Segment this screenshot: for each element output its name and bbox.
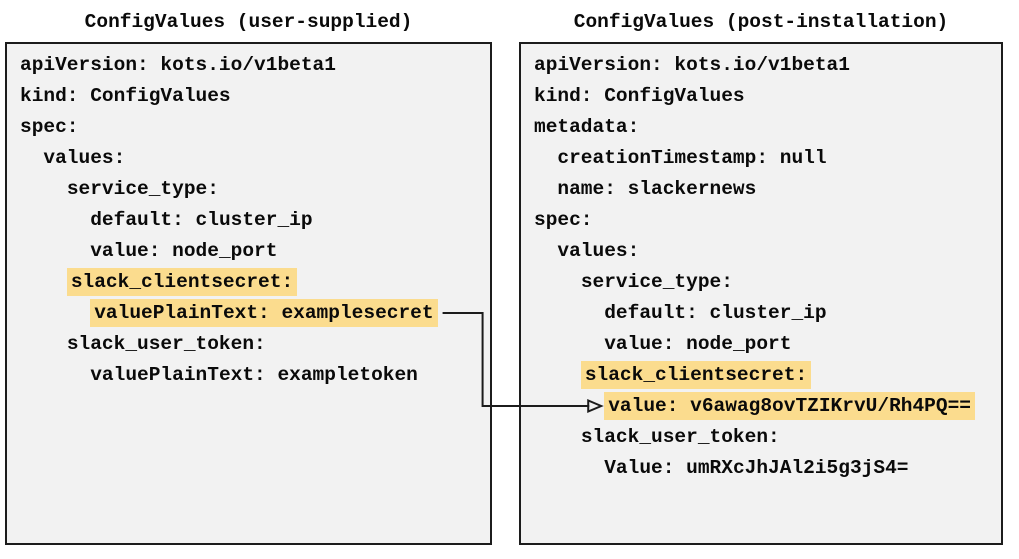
user-supplied-config-panel: apiVersion: kots.io/v1beta1 kind: ConfigV… — [5, 42, 492, 545]
yaml-line: service_type: — [534, 267, 988, 298]
highlighted-config-text: value: v6awag8ovTZIKrvU/Rh4PQ== — [604, 392, 975, 420]
yaml-indent — [20, 209, 90, 231]
yaml-indent — [20, 178, 67, 200]
yaml-line: slack_user_token: — [20, 329, 477, 360]
right-panel-title: ConfigValues (post-installation) — [573, 11, 949, 33]
yaml-indent — [534, 364, 581, 386]
yaml-indent — [534, 333, 604, 355]
yaml-indent — [534, 271, 581, 293]
config-text: Value: umRXcJhJAl2i5g3jS4= — [604, 457, 909, 479]
yaml-line: apiVersion: kots.io/v1beta1 — [534, 50, 988, 81]
config-text: creationTimestamp: null — [557, 147, 827, 169]
yaml-line: creationTimestamp: null — [534, 143, 988, 174]
yaml-indent — [20, 364, 90, 386]
yaml-indent — [534, 302, 604, 324]
yaml-indent — [534, 178, 557, 200]
config-text: values: — [557, 240, 640, 262]
yaml-line: slack_user_token: — [534, 422, 988, 453]
yaml-line: slack_clientsecret: — [534, 360, 988, 391]
highlighted-config-text: valuePlainText: examplesecret — [90, 299, 438, 327]
config-text: spec: — [20, 116, 79, 138]
yaml-indent — [20, 302, 90, 324]
yaml-line: kind: ConfigValues — [20, 81, 477, 112]
yaml-line: values: — [534, 236, 988, 267]
yaml-line: slack_clientsecret: — [20, 267, 477, 298]
config-text: name: slackernews — [557, 178, 757, 200]
yaml-line: value: node_port — [20, 236, 477, 267]
yaml-line: default: cluster_ip — [534, 298, 988, 329]
yaml-line: metadata: — [534, 112, 988, 143]
yaml-indent — [20, 240, 90, 262]
yaml-indent — [534, 147, 557, 169]
yaml-line: kind: ConfigValues — [534, 81, 988, 112]
yaml-line: Value: umRXcJhJAl2i5g3jS4= — [534, 453, 988, 484]
config-text: apiVersion: kots.io/v1beta1 — [20, 54, 336, 76]
config-text: service_type: — [580, 271, 733, 293]
config-text: kind: ConfigValues — [20, 85, 231, 107]
config-text: value: node_port — [90, 240, 278, 262]
yaml-line: spec: — [20, 112, 477, 143]
post-installation-config-panel: apiVersion: kots.io/v1beta1 kind: ConfigV… — [519, 42, 1003, 545]
yaml-line: value: v6awag8ovTZIKrvU/Rh4PQ== — [534, 391, 988, 422]
yaml-indent — [534, 457, 604, 479]
yaml-line: values: — [20, 143, 477, 174]
config-text: spec: — [534, 209, 593, 231]
yaml-indent — [20, 333, 67, 355]
yaml-line: valuePlainText: exampletoken — [20, 360, 477, 391]
config-text: kind: ConfigValues — [534, 85, 745, 107]
yaml-line: service_type: — [20, 174, 477, 205]
yaml-indent — [534, 240, 557, 262]
yaml-line: name: slackernews — [534, 174, 988, 205]
config-text: valuePlainText: exampletoken — [90, 364, 418, 386]
config-text: slack_user_token: — [580, 426, 780, 448]
yaml-line: spec: — [534, 205, 988, 236]
config-text: default: cluster_ip — [604, 302, 827, 324]
config-text: metadata: — [534, 116, 640, 138]
yaml-indent — [20, 271, 67, 293]
yaml-line: default: cluster_ip — [20, 205, 477, 236]
yaml-indent — [534, 426, 581, 448]
config-text: default: cluster_ip — [90, 209, 313, 231]
yaml-line: valuePlainText: examplesecret — [20, 298, 477, 329]
yaml-line: apiVersion: kots.io/v1beta1 — [20, 50, 477, 81]
highlighted-config-text: slack_clientsecret: — [66, 268, 298, 296]
left-panel-title: ConfigValues (user-supplied) — [84, 11, 413, 33]
config-text: values: — [43, 147, 126, 169]
highlighted-config-text: slack_clientsecret: — [580, 361, 812, 389]
yaml-line: value: node_port — [534, 329, 988, 360]
config-text: slack_user_token: — [66, 333, 266, 355]
yaml-indent — [534, 395, 604, 417]
config-text: apiVersion: kots.io/v1beta1 — [534, 54, 850, 76]
config-text: service_type: — [66, 178, 219, 200]
config-text: value: node_port — [604, 333, 792, 355]
yaml-indent — [20, 147, 43, 169]
